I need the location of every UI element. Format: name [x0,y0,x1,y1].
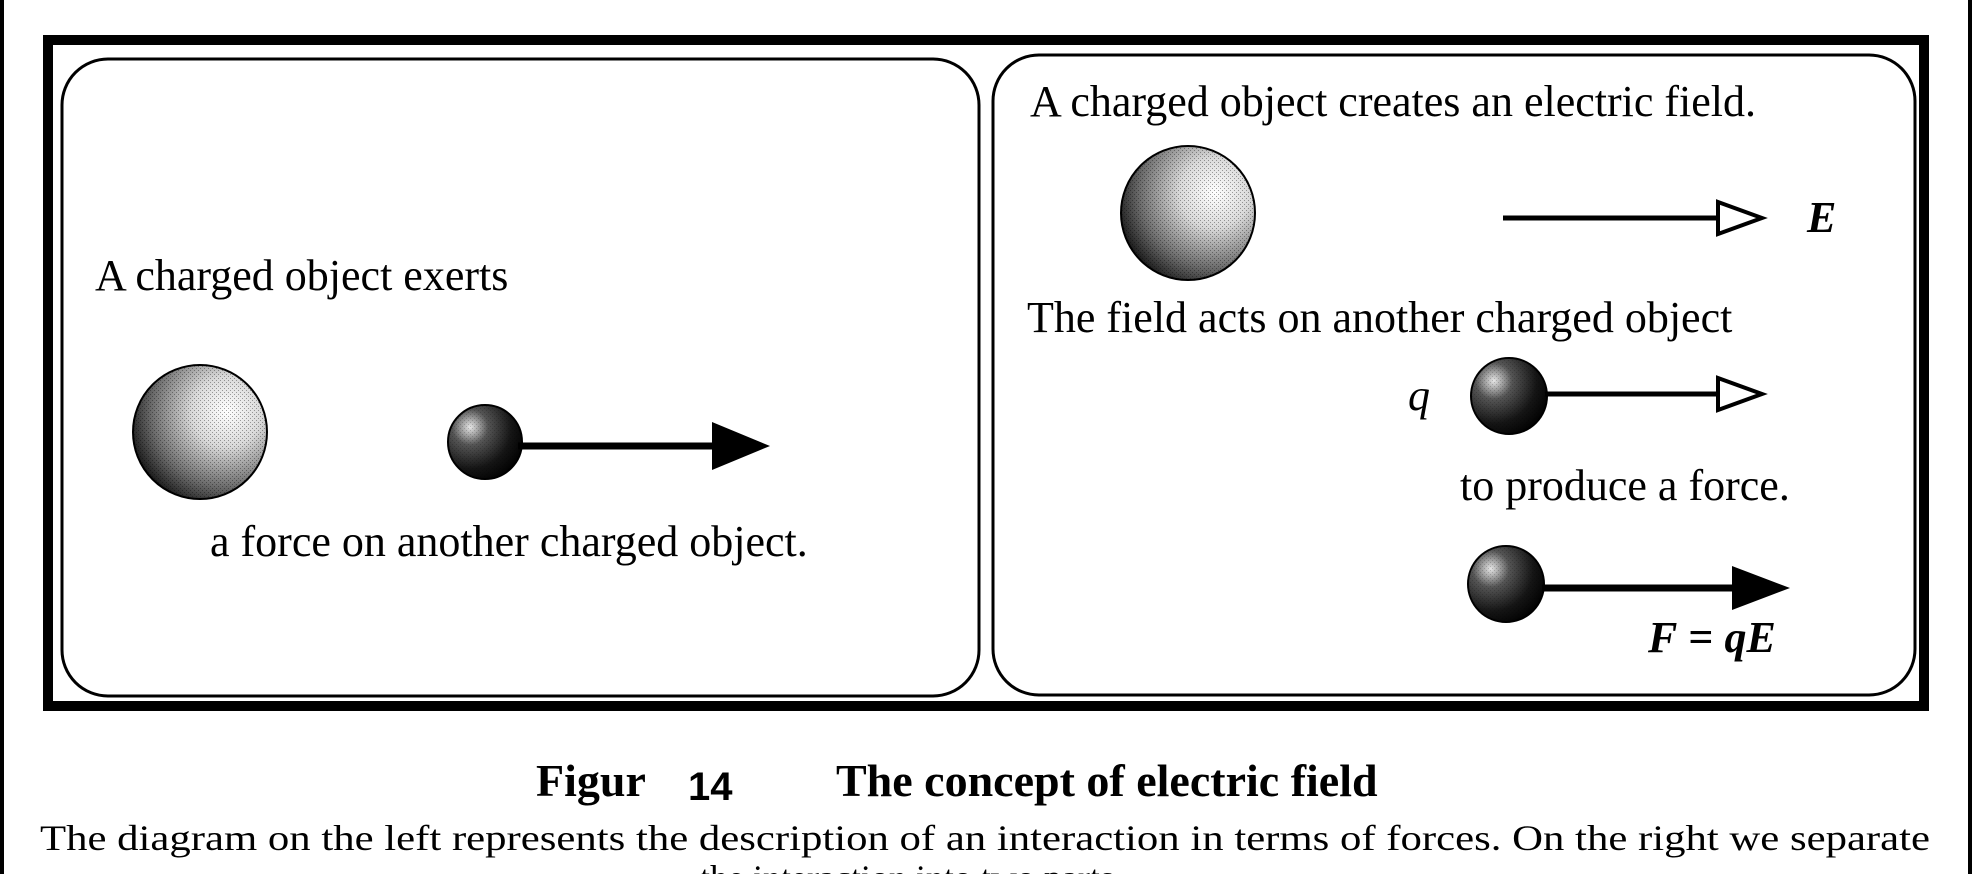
force-label-q: q [1724,613,1746,662]
test-field-arrow [1545,375,1768,413]
left-text-top: A charged object exerts [95,251,508,300]
force-label-E: E [1745,613,1775,662]
left-panel [60,57,981,698]
figure-title: The concept of electric field [836,755,1378,806]
figure-word: Figur [536,755,646,806]
test-charge-sphere [1470,357,1548,435]
right-text-line2: The field acts on another charged object [1027,293,1732,342]
charge-label: q [1408,371,1430,420]
figure-frame [43,35,1929,711]
field-label: E [1806,193,1836,242]
right-panel [991,53,1917,697]
right-source-sphere [1120,145,1256,281]
left-force-arrow [518,422,770,470]
caption-body: The diagram on the left represents the d… [40,818,1930,858]
left-text-bottom: a force on another charged object. [210,517,808,566]
force-charge-sphere [1467,545,1545,623]
force-label-F: F [1647,613,1677,662]
right-text-line1: A charged object creates an electric fie… [1030,77,1756,126]
field-arrow [1503,199,1768,237]
left-test-sphere [447,404,523,480]
caption-body-cut: the interaction into two parts. [700,858,1123,874]
left-source-sphere [132,364,268,500]
right-text-line3: to produce a force. [1460,461,1790,510]
force-arrow [1542,566,1790,610]
figure-number: 14 [688,765,733,809]
force-label-eq: = [1677,613,1724,662]
force-equation: F = qE [1647,613,1776,662]
